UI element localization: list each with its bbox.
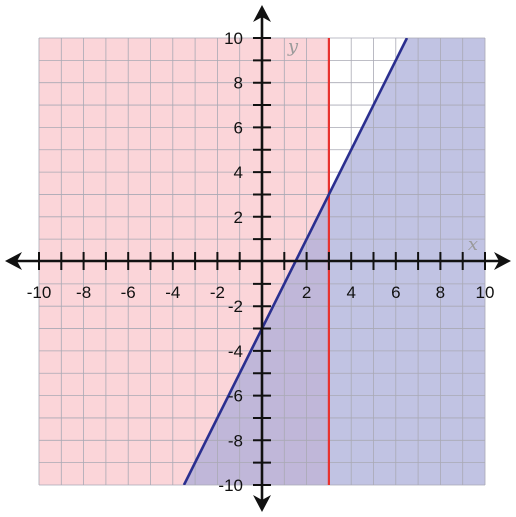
y-tick-label: 8	[234, 74, 243, 93]
x-axis-left-arrow-icon	[5, 252, 22, 270]
y-axis-down-arrow-icon	[253, 495, 271, 512]
tick-labels: -10 -8 -6 -4 -2 2 4 6 8 10 -10 -8 -6 -4 -2 2 4 6 8 10 x y	[27, 29, 495, 495]
x-tick-label: 10	[476, 283, 495, 302]
x-tick-label: -6	[121, 283, 136, 302]
axes	[5, 5, 511, 512]
x-tick-label: 8	[436, 283, 445, 302]
y-tick-label: -4	[228, 342, 243, 361]
x-tick-label: -2	[210, 283, 225, 302]
y-axis-label: y	[287, 36, 299, 57]
y-tick-label: 6	[234, 118, 243, 137]
x-tick-label: -4	[165, 283, 180, 302]
x-tick-label: 6	[391, 283, 400, 302]
y-tick-label: 4	[234, 163, 243, 182]
y-tick-label: 2	[234, 208, 243, 227]
x-tick-label: -8	[76, 283, 91, 302]
x-tick-label: -10	[27, 283, 52, 302]
y-tick-label: -2	[228, 297, 243, 316]
x-tick-label: 4	[346, 283, 355, 302]
y-tick-label: -6	[228, 387, 243, 406]
y-tick-label: -8	[228, 431, 243, 450]
x-axis-right-arrow-icon	[494, 252, 511, 270]
x-tick-label: 2	[302, 283, 311, 302]
y-tick-label: -10	[218, 476, 243, 495]
y-tick-label: 10	[224, 29, 243, 48]
y-axis-up-arrow-icon	[253, 5, 271, 22]
x-axis-label: x	[468, 234, 478, 255]
